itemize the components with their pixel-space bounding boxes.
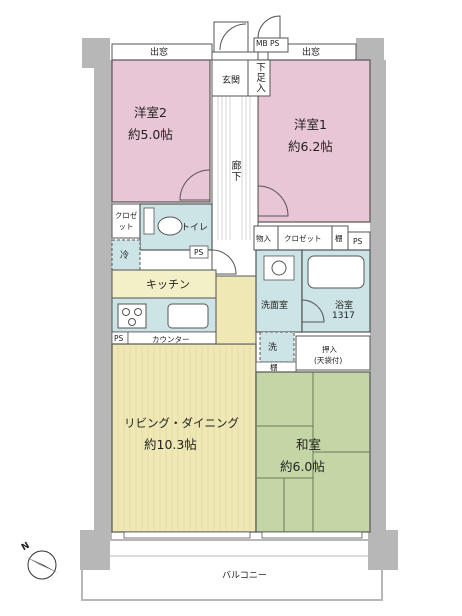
living-floor-lines (117, 346, 251, 530)
column-top-left (82, 38, 110, 68)
door-swing-western2 (179, 169, 211, 201)
bath-label: 浴室 (335, 301, 354, 311)
shoebox-label: 下足入 (254, 62, 265, 94)
closet-label: クロゼット (284, 234, 322, 243)
door-swing-western1 (257, 185, 289, 217)
basin-bowl (271, 260, 287, 276)
mbps-label: MB PS (256, 39, 280, 48)
column-bottom-right (368, 530, 398, 570)
washroom-label: 洗面室 (261, 301, 289, 311)
fridge-label: 冷 (120, 251, 130, 261)
washitsu-room (255, 371, 371, 533)
shelf-label: 棚 (335, 234, 343, 243)
burner-3 (128, 318, 136, 326)
toilet-ps-box (189, 245, 209, 259)
balcony-label: バルコニー (222, 571, 267, 581)
washer-label: 洗 (268, 343, 278, 353)
western-room-1-size: 約6.2帖 (288, 139, 333, 154)
toilet-bowl (157, 216, 183, 236)
washitsu-shelf-label: 棚 (270, 363, 278, 372)
stove (117, 303, 147, 329)
bath-door-swing (301, 299, 325, 323)
ps-right-label: PS (353, 237, 363, 246)
oshiire-sub-label: (天袋付) (314, 356, 343, 365)
counter-label: カウンター (152, 335, 190, 344)
living-upper-extension (215, 275, 257, 345)
washitsu-size: 約6.0帖 (280, 459, 325, 474)
entrance-hatching (217, 96, 251, 240)
western-room-2-name: 洋室2 (134, 105, 167, 120)
storage-label: 物入 (256, 234, 271, 243)
ps-kitchen-label: PS (114, 334, 124, 343)
living-name: リビング・ダイニング (124, 416, 239, 430)
burner-2 (134, 308, 142, 316)
oshiire-closet (295, 335, 371, 371)
bath-size-label: 1317 (332, 311, 355, 321)
toilet-shelf (143, 207, 155, 235)
wash-basin (263, 255, 295, 281)
outer-wall-left (94, 60, 112, 540)
toilet-ps-label: PS (194, 248, 204, 257)
door-swing-left (219, 23, 247, 51)
door-swing-right (257, 15, 281, 39)
western-room-2 (111, 59, 211, 203)
balcony-area (81, 539, 383, 601)
washer-space (259, 331, 295, 363)
closet-box (277, 225, 333, 251)
door-swing-living (211, 249, 237, 275)
shoe-cabinet (247, 59, 271, 97)
outer-wall-right (370, 60, 386, 540)
living-size: 約10.3帖 (144, 437, 197, 452)
window-living (123, 531, 251, 539)
toilet-label: トイレ (181, 223, 209, 233)
western-room-1-name: 洋室1 (294, 117, 327, 132)
closet-small-label: クロゼット (114, 211, 138, 231)
storage-box (253, 225, 279, 251)
corridor-label: 廊下 (229, 160, 240, 182)
washitsu-name: 和室 (296, 437, 322, 452)
sink (167, 303, 209, 329)
bay-window-left-label: 出窓 (150, 48, 169, 58)
oshiire-label: 押入 (322, 345, 337, 354)
bathtub (307, 255, 365, 289)
compass-icon (26, 550, 58, 580)
burner-1 (122, 308, 130, 316)
column-bottom-left (80, 530, 110, 570)
entrance-label: 玄関 (222, 76, 241, 86)
bay-window-right-label: 出窓 (302, 48, 321, 58)
front-door-frame (213, 21, 249, 53)
mbps-box (253, 37, 289, 53)
window-washitsu (261, 531, 363, 539)
kitchen-label: キッチン (146, 278, 190, 291)
western-room-2-size: 約5.0帖 (128, 127, 173, 142)
